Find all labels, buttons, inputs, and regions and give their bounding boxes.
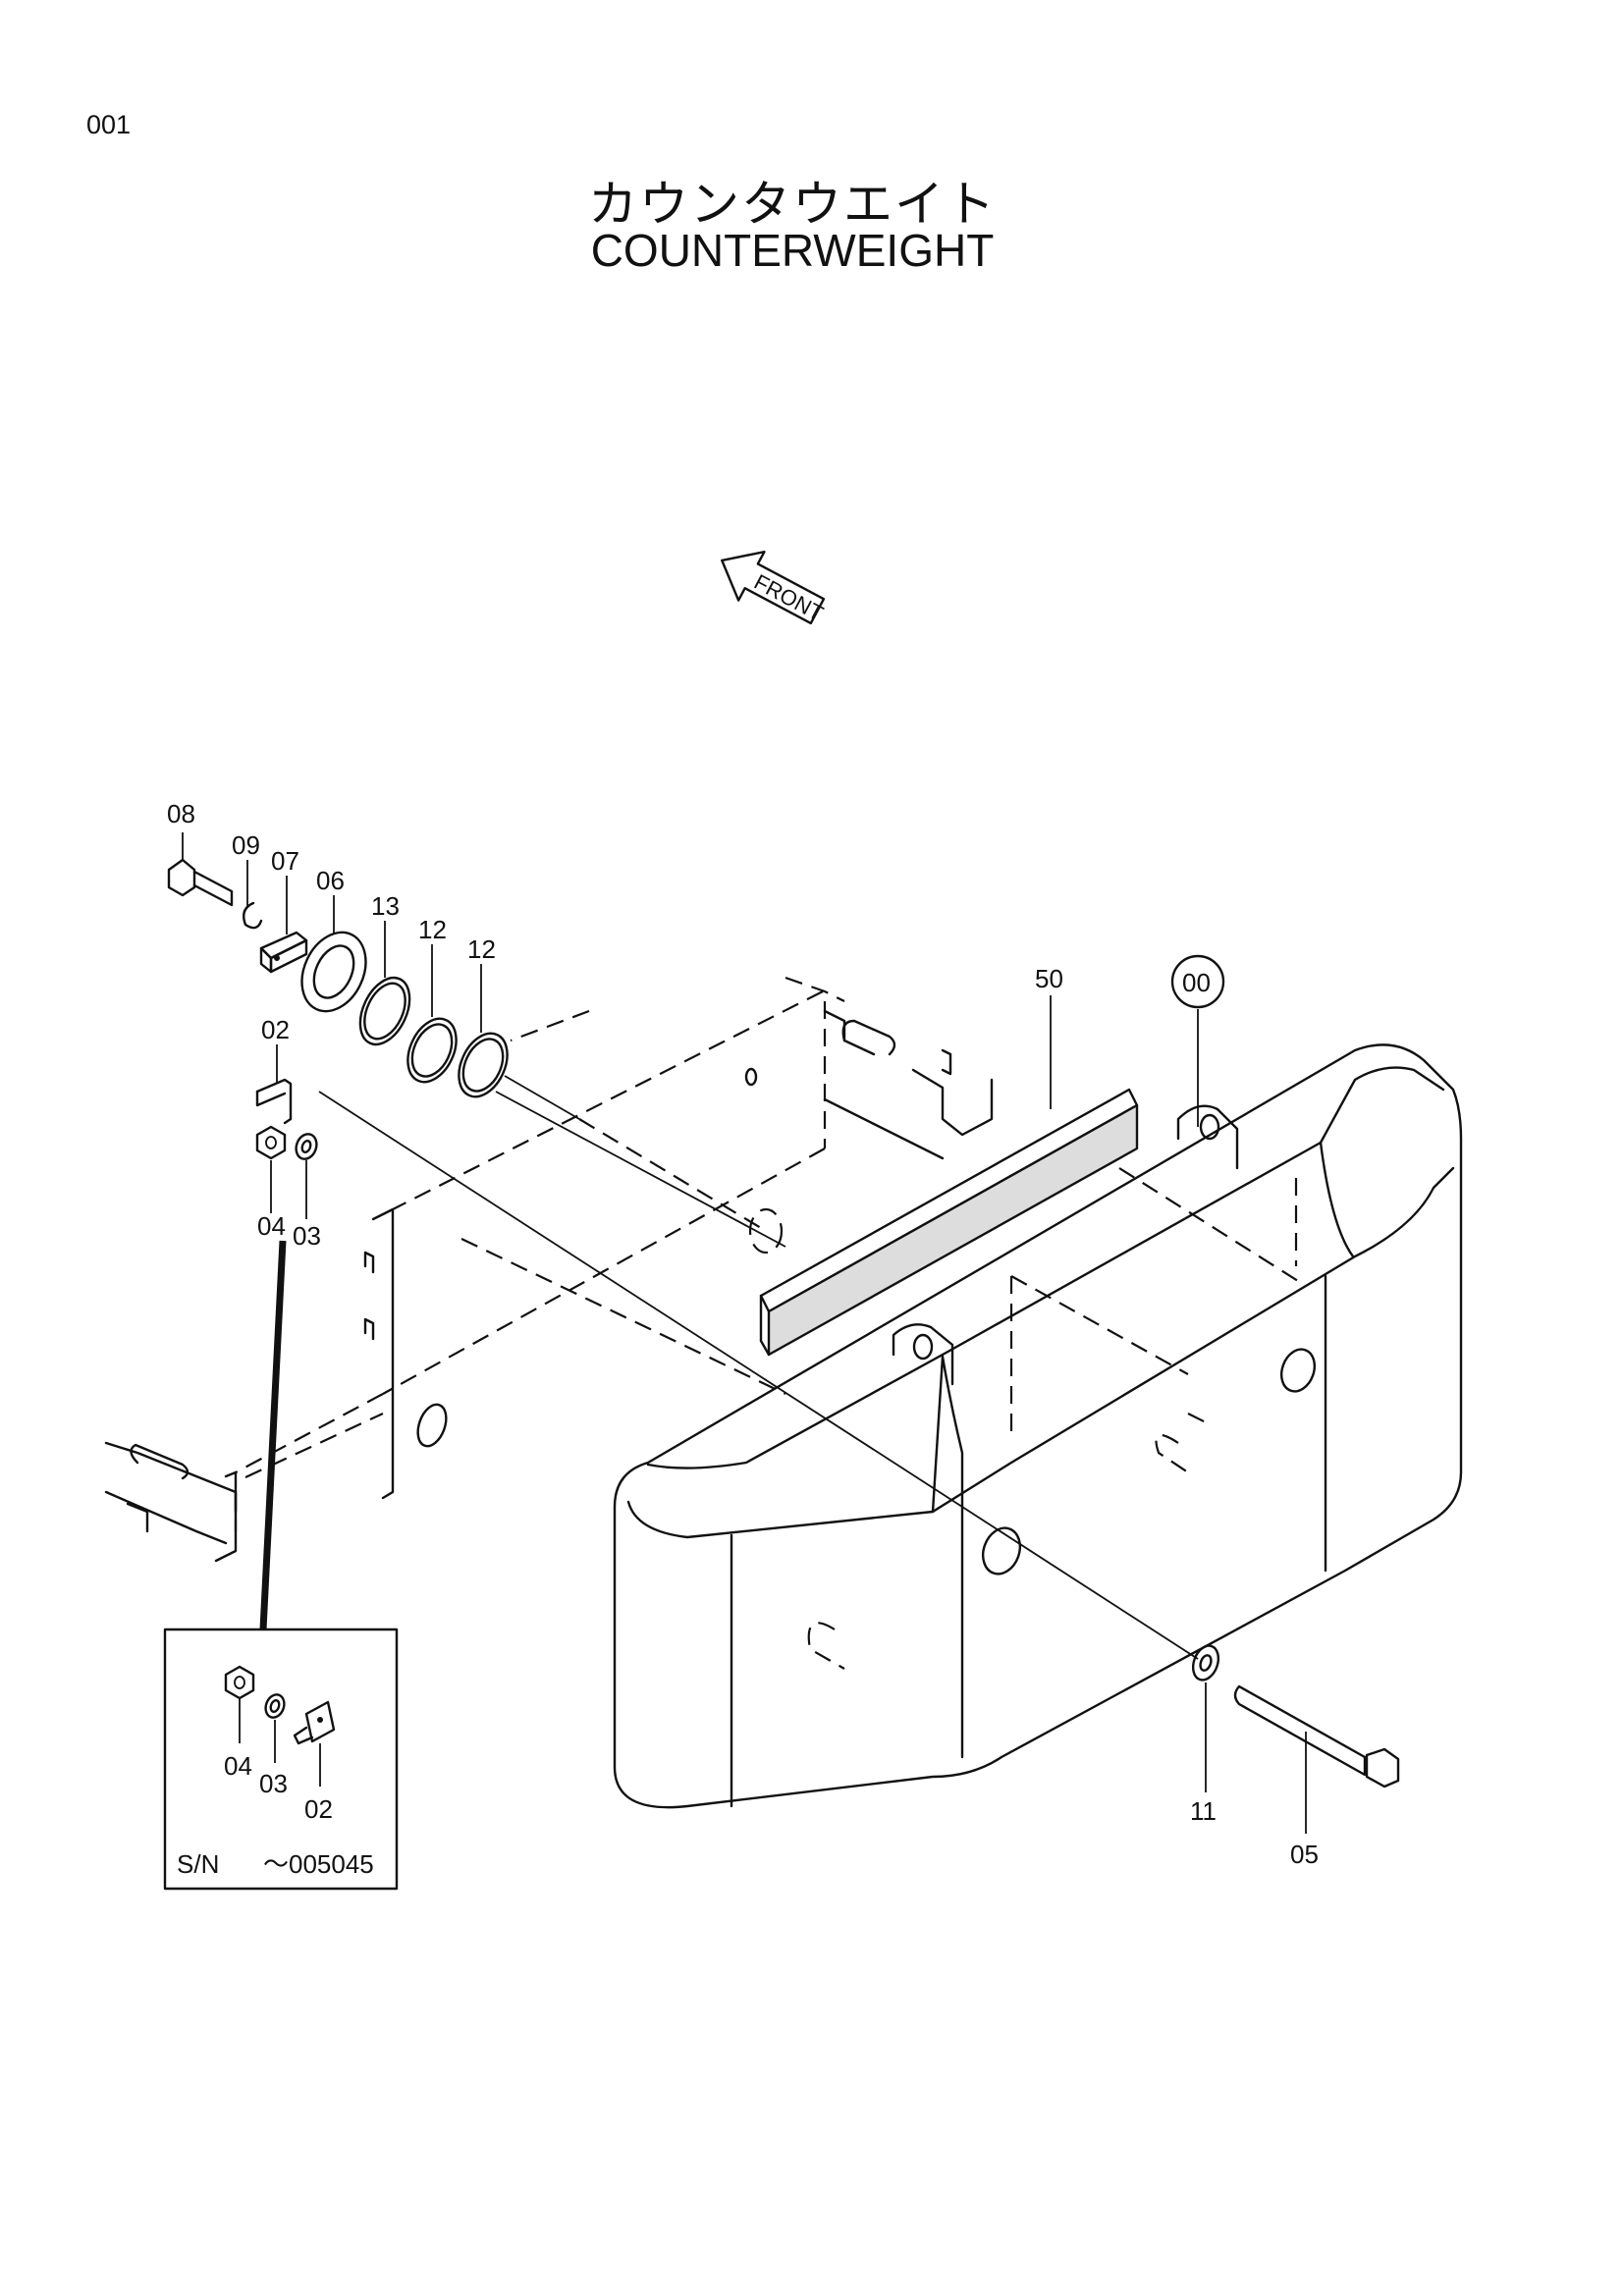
part-05-bolt [1233, 1684, 1400, 1789]
part-07-plate [259, 931, 308, 974]
inset-washer [264, 1693, 286, 1719]
callout-09: 09 [232, 830, 260, 860]
inset-callout-02: 02 [304, 1794, 333, 1824]
callout-00: 00 [1182, 968, 1211, 997]
part-08-bolt [167, 858, 234, 907]
inset-callout-04: 04 [224, 1751, 252, 1781]
title-english: COUNTERWEIGHT [590, 225, 995, 276]
callout-04: 04 [257, 1211, 286, 1241]
bolt-axis-lower [318, 1091, 1199, 1660]
leader-lines [182, 832, 1307, 1834]
callout-50: 50 [1035, 964, 1063, 993]
callout-13: 13 [371, 891, 400, 921]
callout-03: 03 [293, 1221, 321, 1251]
front-arrow: FRONT [721, 550, 828, 626]
shim-axis [504, 1075, 580, 1120]
counterweight-body [613, 1043, 1463, 1809]
callout-11: 11 [1190, 1796, 1217, 1826]
inset-detail: 04 03 02 S/N ～005045 [163, 1628, 399, 1891]
machine-frame [104, 976, 994, 1563]
inset-callout-03: 03 [259, 1769, 288, 1798]
part-03-washer [295, 1133, 318, 1160]
part-09-washer [243, 901, 263, 930]
serial-prefix: S/N [177, 1849, 219, 1879]
callout-08: 08 [167, 799, 195, 828]
part-12-shim-a [406, 1017, 458, 1084]
part-02-clip [255, 1078, 293, 1125]
part-50-strip [759, 1088, 1139, 1357]
callout-12b: 12 [467, 934, 496, 964]
inset-nut [224, 1665, 255, 1700]
inset-clip [293, 1700, 336, 1745]
part-12-shim-b [458, 1032, 509, 1098]
title-japanese: カウンタウエイト [588, 176, 997, 233]
bolt-axis-upper [495, 1091, 786, 1248]
part-04-nut [255, 1125, 287, 1160]
callout-05: 05 [1290, 1840, 1319, 1869]
part-13-shim [358, 976, 411, 1046]
part-06-spacer [300, 931, 367, 1013]
page-number: 001 [86, 110, 132, 139]
callout-12a: 12 [418, 915, 447, 944]
callout-07: 07 [271, 846, 299, 876]
callout-00-assembly: 00 [1170, 954, 1225, 1009]
part-11-washer [1191, 1644, 1220, 1682]
callout-02: 02 [261, 1015, 290, 1044]
serial-range: ～005045 [263, 1849, 374, 1879]
callout-06: 06 [316, 866, 345, 895]
